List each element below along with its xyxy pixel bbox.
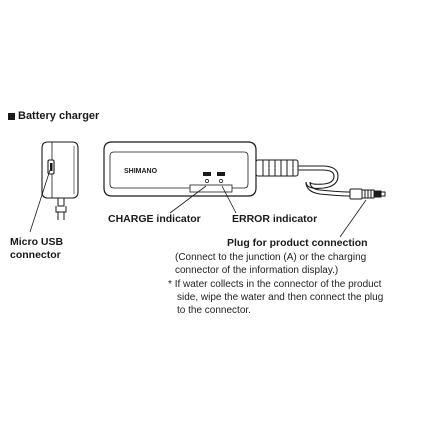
product-plug — [349, 188, 386, 200]
charger-side-view — [41, 141, 79, 199]
indicator-leds — [203, 172, 225, 183]
charge-led — [203, 172, 211, 176]
section-bullet — [8, 113, 15, 120]
micro-usb-label-line2: connector — [10, 249, 61, 261]
plug-title-label: Plug for product connection — [227, 237, 368, 249]
product-cable — [298, 165, 351, 197]
usb-cable — [55, 198, 67, 220]
water-note: * If water collects in the connector of … — [168, 278, 383, 317]
brand-mark: SHIMANO — [124, 168, 158, 175]
plug-desc-line2: connector of the information display.) — [175, 265, 339, 276]
note-line2: side, wipe the water and then connect th… — [177, 292, 384, 303]
plug-desc-line1: (Connect to the junction (A) or the char… — [175, 252, 367, 263]
plug-leader — [339, 199, 367, 238]
error-leader — [221, 185, 237, 214]
error-led — [217, 172, 225, 176]
cable-strain-relief — [255, 159, 299, 177]
section-title: Battery charger — [18, 110, 100, 122]
charger-body — [103, 141, 257, 197]
charge-indicator-label: CHARGE indicator — [108, 213, 201, 225]
charge-leader — [169, 185, 207, 214]
note-line1: If water collects in the connector of th… — [174, 279, 382, 290]
micro-usb-label-line1: Micro USB — [10, 236, 64, 248]
note-line3: to the connector. — [177, 305, 251, 316]
error-indicator-label: ERROR indicator — [232, 213, 318, 225]
micro-usb-label: Micro USB connector — [10, 236, 63, 262]
plug-description: (Connect to the junction (A) or the char… — [175, 251, 366, 277]
micro-usb-leader — [29, 169, 51, 233]
note-line1-row: * If water collects in the connector of … — [168, 278, 383, 291]
callout-leaders — [169, 185, 367, 238]
note-marker: * — [168, 279, 172, 290]
